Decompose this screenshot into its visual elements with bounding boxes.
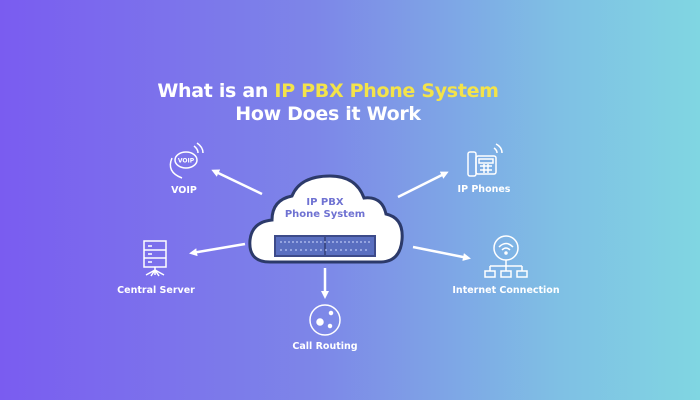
call-routing-label: Call Routing [292, 341, 358, 352]
center-title-line-1: IP PBX [306, 197, 344, 208]
call-routing-icon [309, 304, 341, 336]
network-icon [484, 235, 528, 278]
internet-connection-label: Internet Connection [452, 285, 560, 296]
central-server-label: Central Server [117, 285, 195, 296]
voip-icon-text: VOIP [178, 158, 195, 165]
title-highlight: IP PBX Phone System [274, 80, 499, 102]
arrow-to-ip-phones [397, 171, 449, 199]
server-icon [143, 240, 167, 277]
arrow-to-voip [211, 169, 263, 196]
ip-phones-label: IP Phones [457, 184, 511, 195]
title-prefix: What is an [157, 80, 275, 102]
voip-label: VOIP [171, 185, 197, 196]
title-line-1: What is an IP PBX Phone System [0, 80, 656, 102]
ip-phone-icon [467, 143, 503, 177]
voip-icon: VOIP [169, 142, 204, 179]
arrow-to-internet [412, 245, 471, 261]
arrow-to-central-server [189, 242, 246, 257]
pbx-device-image [274, 235, 376, 257]
title-line-2: How Does it Work [235, 103, 421, 125]
center-title-line-2: Phone System [284, 209, 366, 220]
